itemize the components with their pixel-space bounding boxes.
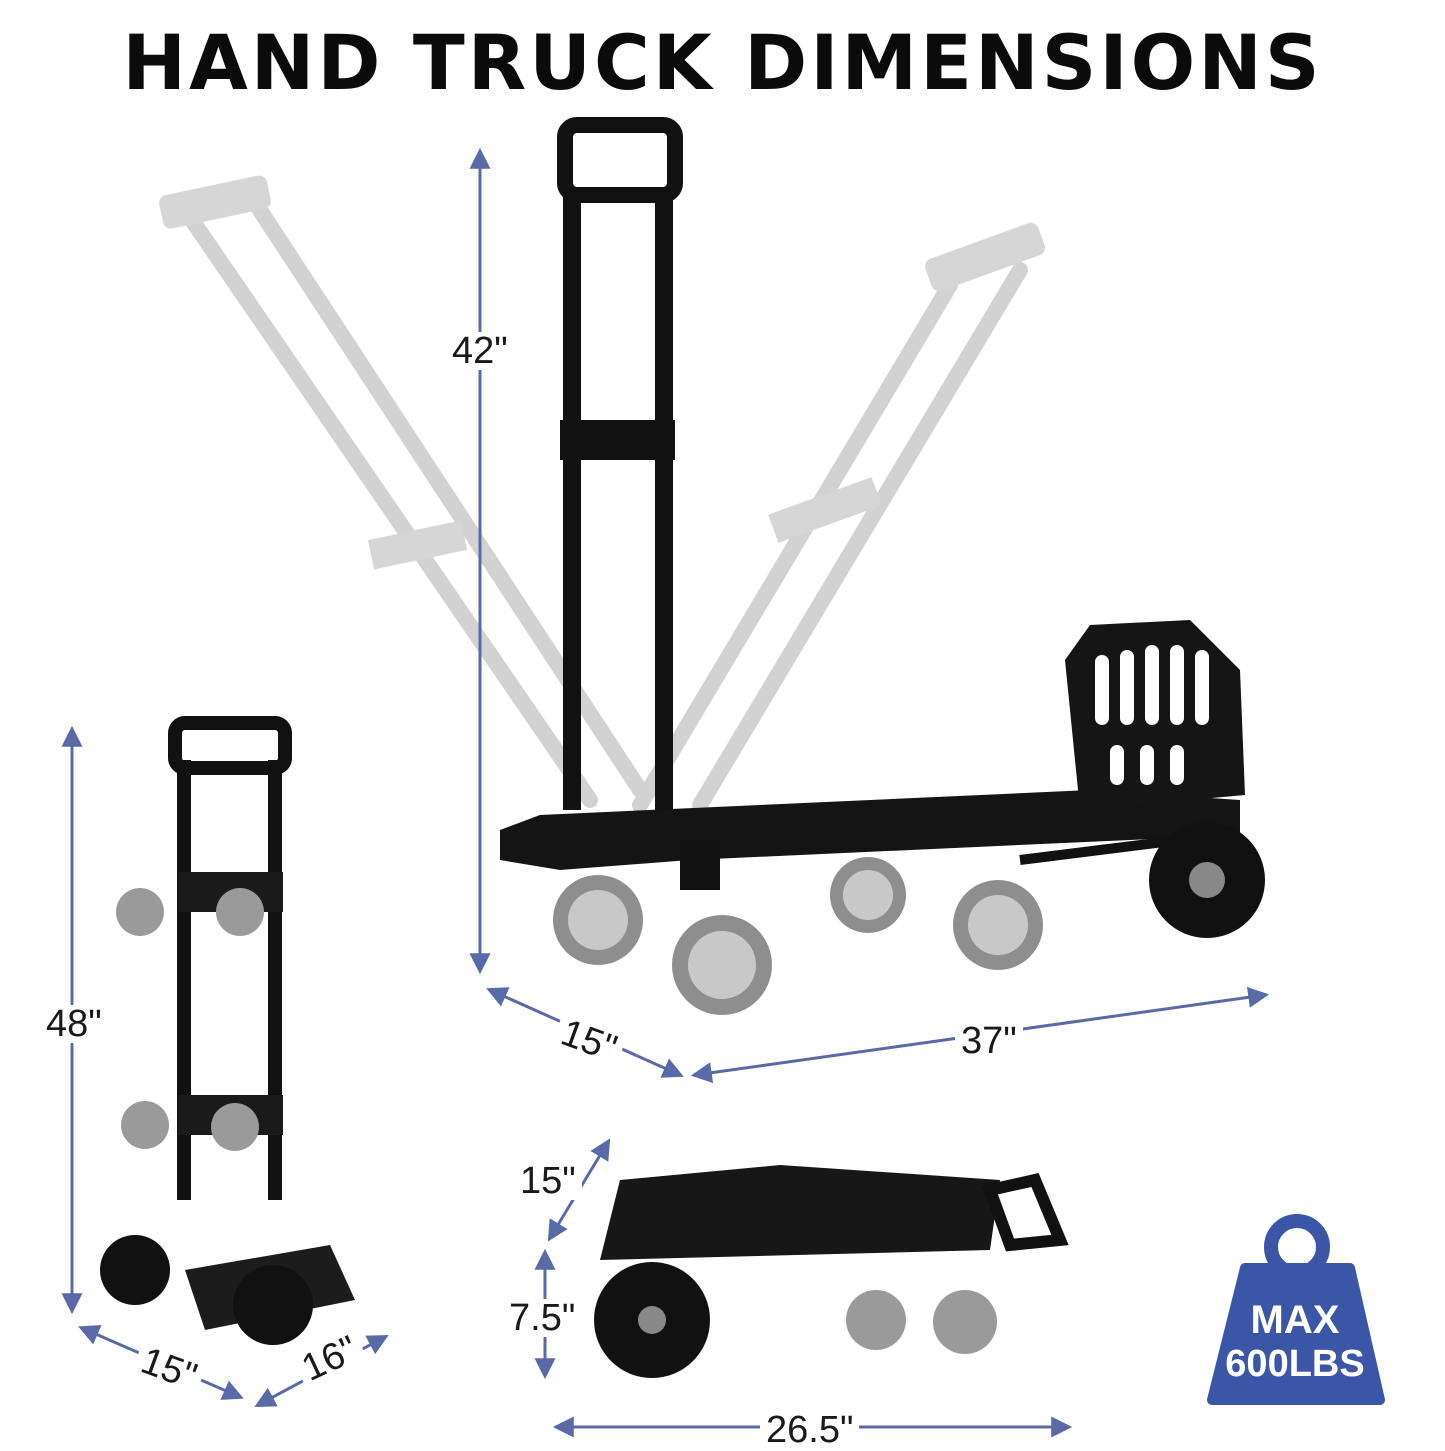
ghost-handle-right — [632, 222, 1045, 813]
label-flat-height: 7.5" — [503, 1299, 582, 1337]
label-upright-height: 48" — [40, 1005, 108, 1043]
label-main-length: 37" — [955, 1022, 1023, 1060]
main-hand-truck — [500, 117, 1265, 1015]
flat-cart — [594, 1165, 1069, 1378]
badge-line-weight: 600LBS — [1225, 1343, 1365, 1385]
upright-hand-truck — [100, 716, 355, 1345]
weight-icon — [1207, 1214, 1385, 1405]
badge-line-max: MAX — [1250, 1298, 1340, 1342]
caster-wheels — [553, 857, 1043, 1015]
label-main-height: 42" — [446, 332, 514, 370]
label-flat-length: 26.5" — [760, 1411, 860, 1449]
label-flat-width: 15" — [514, 1162, 582, 1200]
page-title: HAND TRUCK DIMENSIONS — [122, 18, 1323, 107]
